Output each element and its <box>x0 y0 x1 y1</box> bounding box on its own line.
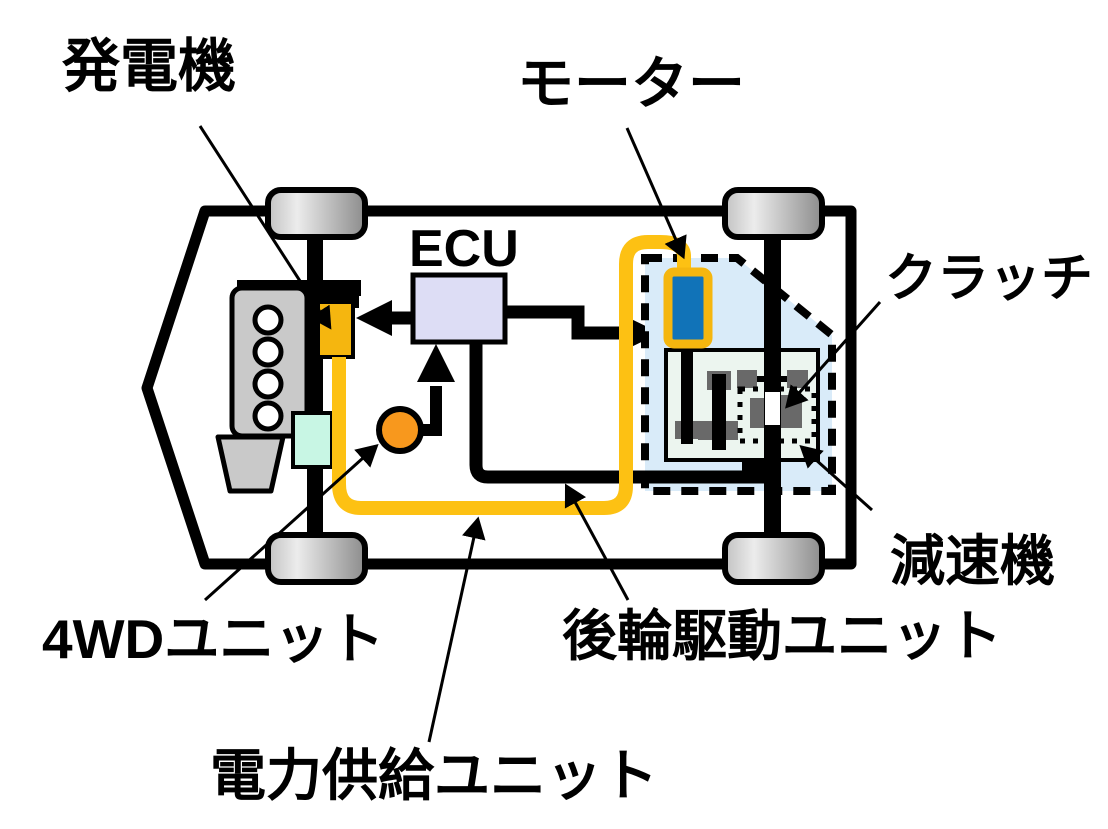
wheel-rear-lower <box>722 532 825 585</box>
rear-axle <box>764 214 781 560</box>
generator-label: 発電機 <box>62 34 236 99</box>
node-to-ecu-line <box>420 386 442 436</box>
motor-leader-line <box>625 127 687 260</box>
engine-cylinder <box>252 304 284 336</box>
node-to-ecu-arrowhead <box>417 344 455 382</box>
power-supply-leader-line <box>427 516 486 743</box>
awd-unit-label: 4WDユニット <box>42 608 384 670</box>
ecu-to-rear-line <box>469 342 770 484</box>
rear-drive-unit-label: 後輪駆動ユニット <box>562 605 1002 667</box>
ecu-to-generator-arrowhead <box>356 300 392 336</box>
power-node <box>376 406 424 454</box>
power-supply-unit-label: 電力供給ユニット <box>210 744 658 807</box>
wheel-rear-upper <box>722 187 825 240</box>
motor-shaft <box>681 344 693 444</box>
generator-leader-line <box>198 125 332 330</box>
clutch-dotted-box <box>737 386 817 444</box>
ecu-to-motor-line <box>505 305 624 340</box>
awd-unit-leader-line <box>203 443 379 602</box>
motor-label: モーター <box>517 52 745 116</box>
reduction-gear-leader-line <box>799 444 874 512</box>
engine-oil-pan <box>215 434 286 494</box>
ecu-label: ECU <box>409 220 519 278</box>
motor-box <box>663 267 713 349</box>
generator-box <box>316 300 355 359</box>
ecu-box <box>410 272 508 345</box>
wheel-front-upper <box>265 187 368 240</box>
engine-cylinder <box>252 368 284 400</box>
engine-cylinder <box>252 336 284 368</box>
engine-cylinder <box>252 400 284 432</box>
wheel-front-lower <box>265 532 368 585</box>
gear-block <box>737 370 757 388</box>
gear-block <box>750 398 766 428</box>
clutch-leader-line <box>785 301 882 409</box>
gear-block <box>787 370 808 388</box>
gear-block <box>779 395 802 428</box>
coupling-box <box>291 411 334 469</box>
clutch-label: クラッチ <box>885 250 1093 308</box>
gear-shaft <box>712 374 726 450</box>
rear-drive-unit-leader-line <box>564 483 630 601</box>
reduction-gear-label: 減速機 <box>890 530 1055 592</box>
clutch-gap <box>765 392 780 425</box>
